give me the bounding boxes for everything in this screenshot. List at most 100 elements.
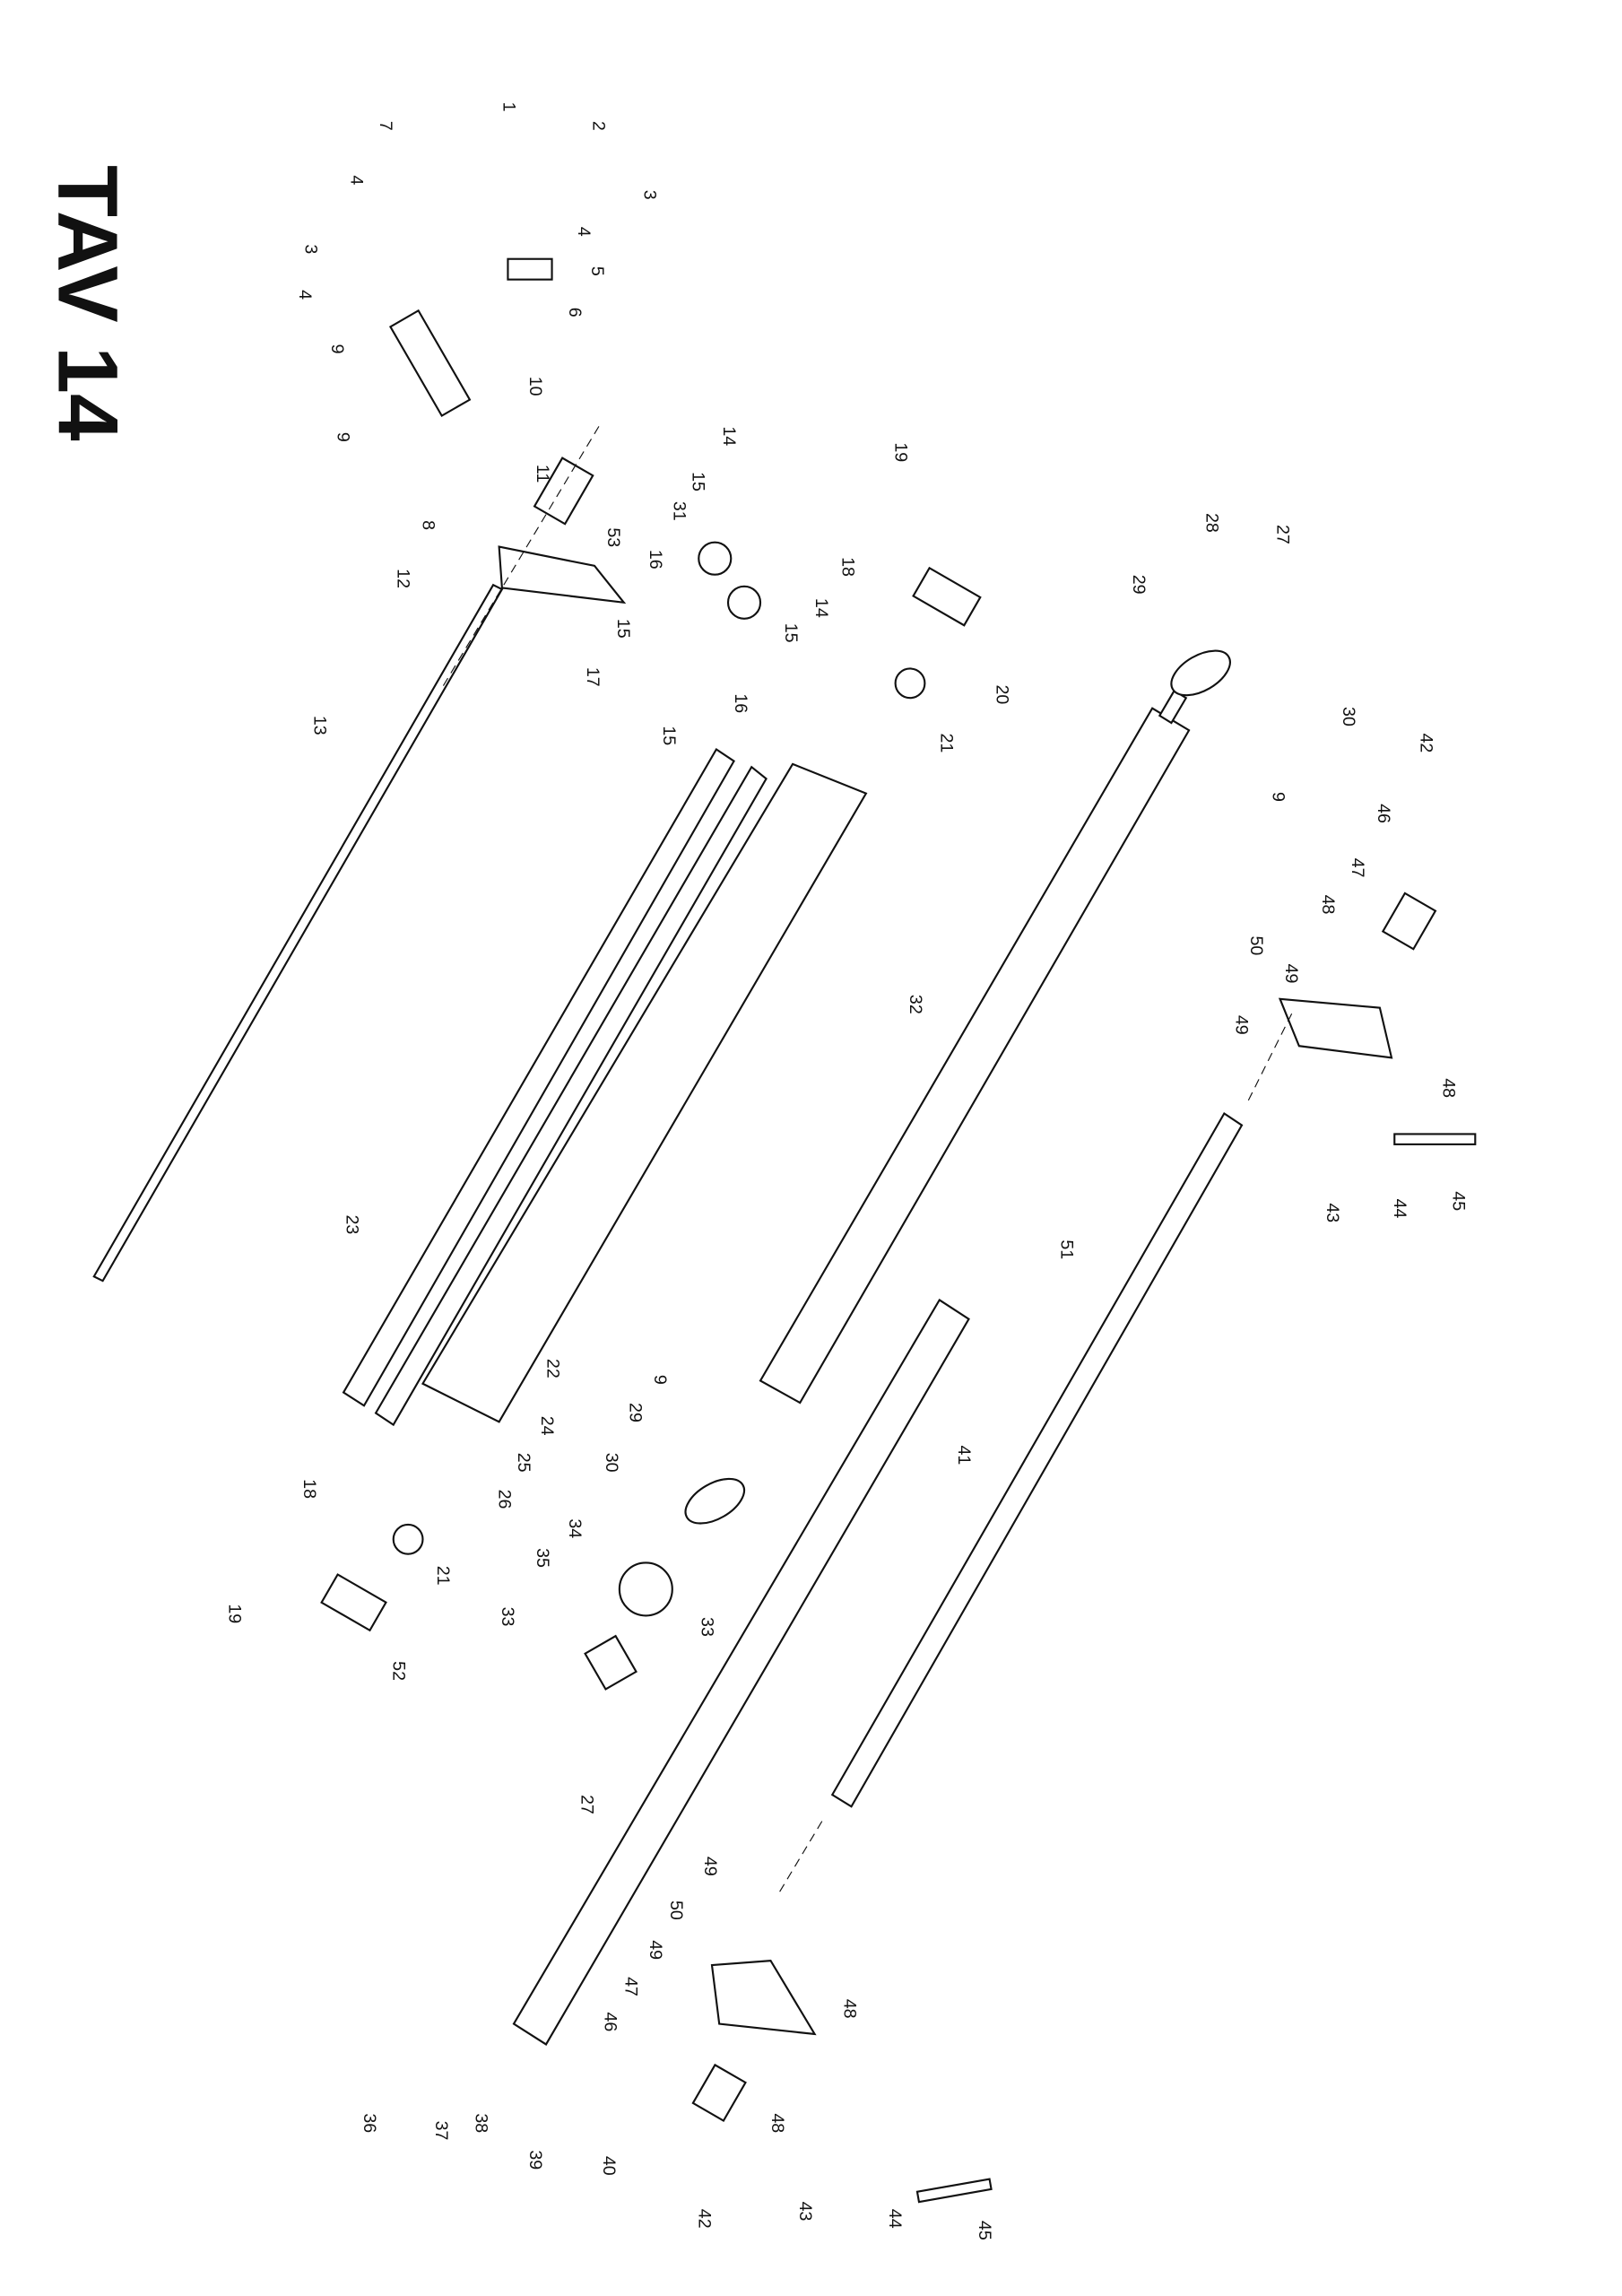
- callout-17: 17: [583, 667, 603, 687]
- parts: [92, 257, 1477, 2204]
- callout-44: 44: [885, 2209, 905, 2229]
- bushing-47-bottom: [691, 2063, 747, 2123]
- plate-26: [342, 748, 735, 1407]
- callout-48: 48: [768, 2113, 787, 2133]
- callout-32: 32: [906, 995, 925, 1014]
- plate-5: [507, 257, 553, 281]
- callout-49: 49: [1231, 1015, 1251, 1035]
- bushing-47-top: [1381, 891, 1437, 951]
- callout-42: 42: [694, 2209, 714, 2229]
- callout-44: 44: [1390, 1198, 1409, 1218]
- callout-49: 49: [646, 1940, 665, 1960]
- callout-29: 29: [625, 1403, 645, 1422]
- callout-22: 22: [543, 1359, 563, 1378]
- callout-21: 21: [936, 734, 956, 753]
- callout-23: 23: [342, 1214, 361, 1234]
- callout-5: 5: [587, 266, 607, 276]
- callout-18: 18: [299, 1479, 319, 1499]
- rod-13: [92, 583, 504, 1283]
- callout-16: 16: [731, 693, 750, 713]
- callout-30: 30: [602, 1453, 621, 1473]
- callout-48: 48: [1318, 895, 1338, 915]
- callout-48: 48: [839, 1999, 859, 2019]
- callout-53: 53: [603, 527, 623, 547]
- callout-46: 46: [600, 2012, 620, 2031]
- callout-45: 45: [975, 2221, 994, 2240]
- callout-21: 21: [433, 1566, 453, 1586]
- callout-31: 31: [669, 501, 689, 521]
- callout-14: 14: [811, 598, 831, 618]
- callout-40: 40: [599, 2156, 619, 2176]
- callout-28: 28: [1202, 513, 1222, 533]
- assembly-axis: [1247, 1013, 1293, 1102]
- callout-42: 42: [1417, 734, 1436, 753]
- callout-49: 49: [700, 1857, 720, 1876]
- bracket-10: [388, 309, 472, 418]
- callout-3: 3: [301, 244, 321, 254]
- flange-29-top: [1170, 649, 1231, 697]
- callout-46: 46: [1374, 804, 1393, 823]
- callout-14: 14: [719, 426, 739, 446]
- callout-24: 24: [537, 1416, 557, 1436]
- channel-24: [421, 762, 868, 1423]
- callout-20: 20: [993, 684, 1012, 704]
- diagram-title: TAV 14: [39, 165, 134, 441]
- callout-48: 48: [1438, 1078, 1458, 1098]
- callout-6: 6: [565, 308, 585, 317]
- callout-19: 19: [224, 1604, 244, 1623]
- callout-29: 29: [1129, 575, 1149, 595]
- assembly-axis: [777, 1821, 823, 1895]
- callout-41: 41: [954, 1446, 974, 1465]
- bar-41: [512, 1298, 970, 2046]
- callout-52: 52: [389, 1661, 409, 1681]
- roller-32: [759, 707, 1191, 1405]
- callout-50: 50: [666, 1900, 686, 1920]
- coupling-35: [584, 1634, 638, 1691]
- callout-15: 15: [613, 619, 633, 639]
- callout-18: 18: [838, 557, 858, 577]
- spring-45-bottom: [915, 2178, 993, 2204]
- callout-39: 39: [525, 2150, 545, 2170]
- callout-27: 27: [1272, 525, 1292, 544]
- callout-9: 9: [1268, 792, 1288, 802]
- callout-26: 26: [495, 1490, 515, 1509]
- callout-10: 10: [525, 377, 545, 396]
- callout-43: 43: [795, 2202, 815, 2222]
- bracket-20: [912, 566, 982, 627]
- callout-12: 12: [394, 569, 413, 588]
- callout-2: 2: [588, 121, 608, 131]
- callout-27: 27: [577, 1795, 596, 1814]
- roller-31-a: [698, 541, 733, 576]
- callout-16: 16: [646, 550, 665, 570]
- sprocket-34: [618, 1561, 673, 1617]
- callout-33: 33: [698, 1617, 717, 1637]
- callout-47: 47: [1348, 858, 1367, 878]
- callout-33: 33: [498, 1607, 517, 1627]
- callout-35: 35: [533, 1548, 552, 1568]
- bushing-21-top: [894, 667, 926, 700]
- callout-15: 15: [659, 726, 679, 745]
- callout-37: 37: [431, 2121, 451, 2141]
- callout-38: 38: [471, 2113, 490, 2133]
- callout-45: 45: [1449, 1191, 1469, 1211]
- callout-7: 7: [376, 121, 395, 131]
- callout-30: 30: [1339, 707, 1358, 726]
- callout-4: 4: [295, 290, 315, 300]
- callout-9: 9: [650, 1375, 670, 1385]
- rod-51: [830, 1112, 1244, 1808]
- callout-43: 43: [1323, 1203, 1342, 1222]
- callout-19: 19: [891, 442, 911, 462]
- bracket-50-top: [1278, 997, 1393, 1059]
- spring-45-top: [1393, 1133, 1477, 1145]
- callout-11: 11: [533, 465, 552, 483]
- bracket-50-bottom: [710, 1960, 817, 2036]
- callout-13: 13: [309, 716, 329, 735]
- flange-29-bottom: [684, 1477, 746, 1525]
- callout-49: 49: [1281, 964, 1301, 984]
- assembly-axis: [439, 426, 600, 691]
- callout-9: 9: [327, 344, 347, 354]
- callout-4: 4: [574, 227, 594, 237]
- callout-1: 1: [499, 102, 519, 112]
